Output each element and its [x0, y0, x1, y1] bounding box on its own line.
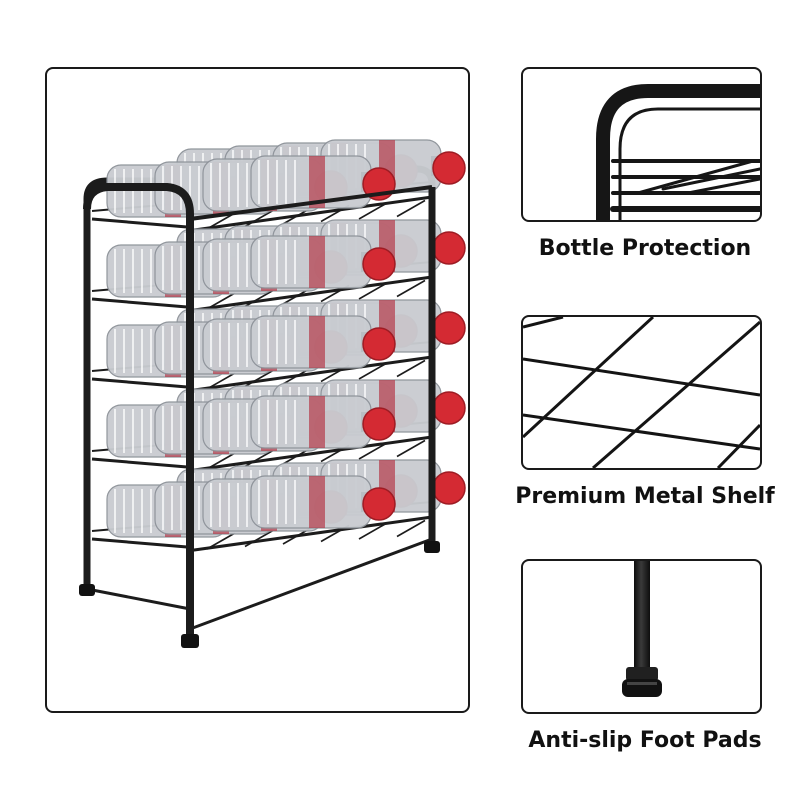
- shelf-grid-wire: [396, 439, 426, 458]
- shelf-grid-wire: [244, 529, 274, 548]
- bottle-label: [309, 396, 325, 448]
- shelf-grid-wire: [244, 449, 274, 468]
- caption-anti-slip-foot-pads: Anti-slip Foot Pads: [528, 728, 762, 753]
- bottle-label: [309, 476, 325, 528]
- foot-pad-icon: [622, 561, 662, 697]
- bottle-cap: [432, 151, 466, 185]
- shelf-grid-wire: [244, 369, 274, 388]
- shelf-grid-wire: [396, 519, 426, 538]
- detail-panel-bottle-protection: [521, 67, 762, 222]
- shelf-grid-wire: [358, 282, 388, 300]
- rack-foot: [181, 634, 199, 648]
- shelf-wire: [91, 457, 188, 469]
- bottle-rack-illustration: [79, 139, 466, 648]
- shelf-wire: [91, 537, 188, 549]
- shelf-front-rail: [186, 275, 433, 313]
- rack-foot: [79, 584, 95, 596]
- shelf-grid-wire: [396, 199, 426, 218]
- rail-corner-icon: [596, 84, 760, 220]
- shelf-grid-wire: [244, 289, 274, 308]
- bottle-label: [309, 316, 325, 368]
- rack-foot: [424, 541, 440, 553]
- shelf-front-rail: [186, 355, 433, 393]
- wire-grid-icon: [523, 317, 760, 468]
- shelf-grid-wire: [358, 442, 388, 460]
- shelf-front-rail: [186, 435, 433, 473]
- shelf-grid-wire: [206, 452, 236, 470]
- rack-top-rail: [189, 185, 433, 221]
- bottle-cap: [362, 407, 396, 441]
- shelf-wire: [91, 217, 188, 229]
- shelf-grid-wire: [396, 359, 426, 378]
- bottle-cap: [432, 391, 466, 425]
- shelf-wire: [91, 297, 188, 309]
- bottle-cap: [432, 311, 466, 345]
- caption-premium-metal-shelf: Premium Metal Shelf: [515, 484, 775, 509]
- shelf-front-rail: [186, 515, 433, 553]
- shelf-wire: [91, 377, 188, 389]
- product-image-panel: [45, 67, 470, 713]
- shelf-grid-wire: [206, 372, 236, 390]
- bottle-label: [309, 236, 325, 288]
- rack-bottom-rail: [86, 587, 191, 611]
- detail-panel-foot-pads: [521, 559, 762, 714]
- shelf-grid-wire: [396, 279, 426, 298]
- shelf-grid-wire: [358, 362, 388, 380]
- bottle-cap: [362, 487, 396, 521]
- rack-bottom-front-rail: [189, 537, 433, 631]
- bottle-label: [309, 156, 325, 208]
- bottle-cap: [432, 231, 466, 265]
- shelf-grid-wire: [206, 532, 236, 550]
- bottle-cap: [432, 471, 466, 505]
- shelf-grid-wire: [358, 522, 388, 540]
- caption-bottle-protection: Bottle Protection: [538, 236, 752, 261]
- bottle-cap: [362, 327, 396, 361]
- shelf-front-rail: [186, 195, 433, 233]
- detail-panel-metal-shelf: [521, 315, 762, 470]
- shelf-grid-wire: [206, 292, 236, 310]
- rack-front-left-post: [83, 183, 194, 639]
- shelf-grid-wire: [244, 209, 274, 228]
- shelf-grid-wire: [358, 202, 388, 220]
- bottle-cap: [362, 247, 396, 281]
